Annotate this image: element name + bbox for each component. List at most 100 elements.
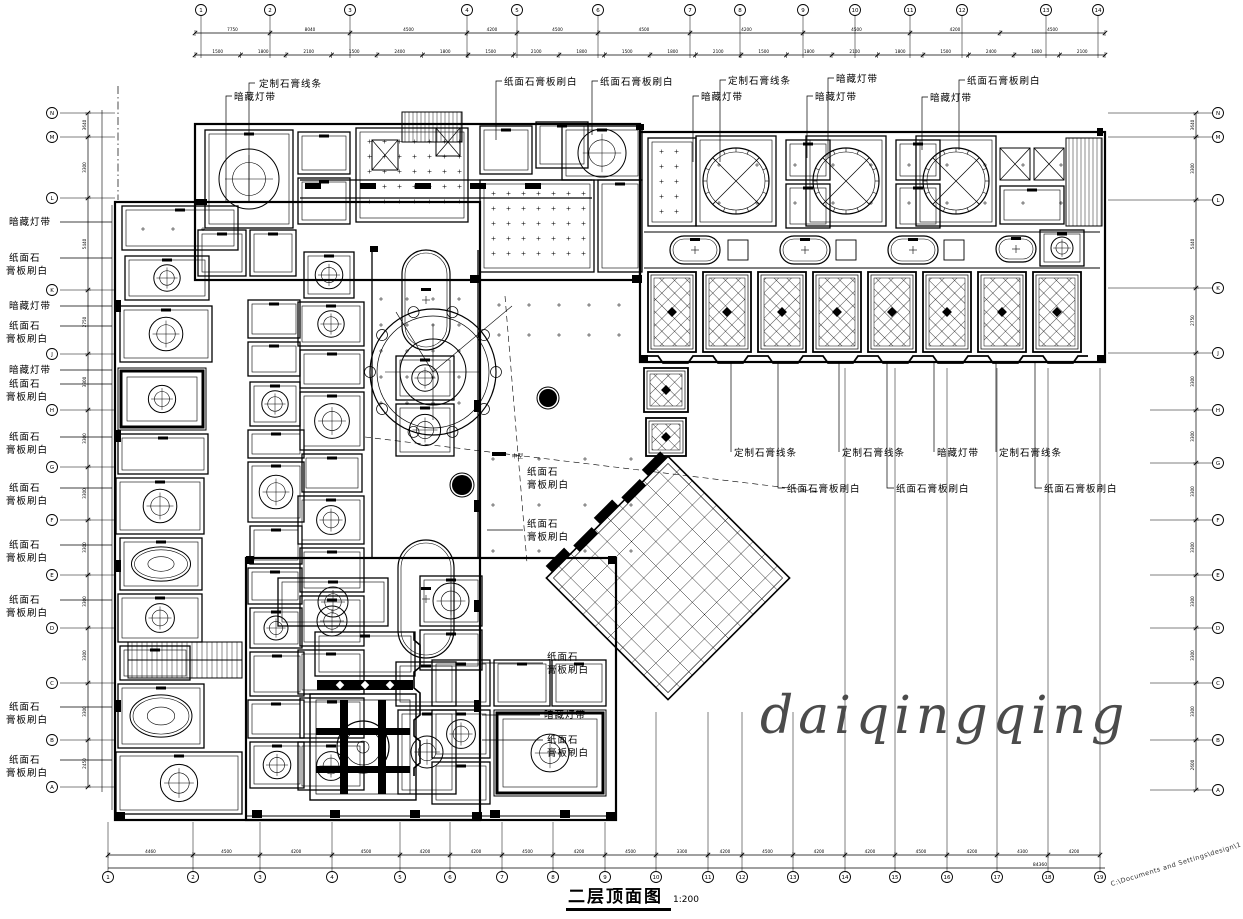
svg-text:N: N: [1216, 111, 1220, 117]
svg-text:A: A: [50, 785, 54, 791]
svg-text:5: 5: [515, 8, 519, 14]
callout-label: 纸面石: [547, 734, 579, 746]
callout-label: 纸面石: [9, 482, 41, 494]
svg-text:H: H: [1216, 408, 1220, 414]
svg-text:1500: 1500: [349, 49, 360, 54]
svg-text:K: K: [50, 288, 54, 294]
svg-text:10: 10: [852, 8, 859, 14]
callout-label: 纸面石: [527, 466, 559, 478]
svg-text:14: 14: [1095, 8, 1102, 14]
svg-text:F: F: [50, 518, 53, 524]
svg-text:1800: 1800: [1031, 49, 1042, 54]
svg-text:G: G: [50, 465, 54, 471]
callout-label: 暗藏灯带: [930, 92, 972, 104]
svg-text:F: F: [1216, 518, 1219, 524]
svg-text:12: 12: [739, 875, 746, 881]
svg-text:1500: 1500: [212, 49, 223, 54]
svg-text:B: B: [50, 738, 54, 744]
callout-label: 纸面石膏板刷白: [504, 76, 578, 88]
callout-label: 定制石膏线条: [259, 78, 322, 90]
callout-label: 纸面石: [9, 320, 41, 332]
svg-text:1800: 1800: [258, 49, 269, 54]
callout-label: 膏板刷白: [6, 607, 48, 619]
svg-text:11: 11: [705, 875, 712, 881]
svg-text:2100: 2100: [713, 49, 724, 54]
callout-label: 纸面石: [9, 252, 41, 264]
callout-label: 膏板刷白: [6, 552, 48, 564]
callout-label: 暗藏灯带: [9, 364, 51, 376]
svg-text:3300: 3300: [82, 542, 87, 553]
svg-text:2750: 2750: [82, 316, 87, 327]
callout-label: 膏板刷白: [6, 714, 48, 726]
svg-text:8: 8: [551, 875, 555, 881]
svg-text:13: 13: [790, 875, 797, 881]
svg-text:D: D: [50, 626, 54, 632]
svg-text:84360: 84360: [1033, 862, 1047, 868]
callout-label: 纸面石: [9, 754, 41, 766]
callout-label: 膏板刷白: [6, 767, 48, 779]
svg-text:7: 7: [500, 875, 504, 881]
svg-text:2: 2: [268, 8, 272, 14]
callout-label: 暗藏灯带: [701, 91, 743, 103]
ceiling-details: 申型: [129, 128, 1088, 803]
svg-text:4200: 4200: [1069, 849, 1080, 854]
callout-labels: 定制石膏线条暗藏灯带纸面石膏板刷白纸面石膏板刷白定制石膏线条暗藏灯带暗藏灯带暗藏…: [6, 73, 1117, 779]
callout-label: 暗藏灯带: [9, 300, 51, 312]
svg-text:4500: 4500: [221, 849, 232, 854]
svg-text:E: E: [1216, 573, 1220, 579]
callout-label: 定制石膏线条: [842, 447, 905, 459]
callout-label: 膏板刷白: [547, 664, 589, 676]
svg-text:4200: 4200: [814, 849, 825, 854]
svg-text:3300: 3300: [82, 433, 87, 444]
callout-label: 纸面石膏板刷白: [787, 483, 861, 495]
svg-text:7: 7: [688, 8, 692, 14]
svg-text:B: B: [1216, 738, 1220, 744]
svg-text:17: 17: [994, 875, 1001, 881]
svg-text:2750: 2750: [1190, 315, 1195, 326]
svg-text:3: 3: [258, 875, 262, 881]
svg-text:G: G: [1216, 461, 1220, 467]
svg-text:M: M: [50, 135, 55, 141]
svg-text:3640: 3640: [82, 119, 87, 130]
svg-text:1800: 1800: [440, 49, 451, 54]
svg-text:1800: 1800: [895, 49, 906, 54]
svg-text:4300: 4300: [1017, 849, 1028, 854]
svg-text:1: 1: [106, 875, 110, 881]
svg-text:3300: 3300: [1190, 650, 1195, 661]
svg-text:3300: 3300: [677, 849, 688, 854]
svg-text:4200: 4200: [950, 27, 961, 32]
svg-text:19: 19: [1097, 875, 1104, 881]
svg-text:6: 6: [448, 875, 452, 881]
svg-text:4500: 4500: [552, 27, 563, 32]
drawing-title: 二层顶面图: [566, 887, 671, 911]
callout-label: 暗藏灯带: [544, 709, 586, 721]
svg-text:4500: 4500: [639, 27, 650, 32]
svg-text:L: L: [50, 196, 54, 202]
svg-text:3300: 3300: [82, 650, 87, 661]
svg-text:3300: 3300: [1190, 486, 1195, 497]
svg-text:J: J: [50, 352, 53, 358]
callout-label: 纸面石: [547, 651, 579, 663]
svg-text:13: 13: [1043, 8, 1050, 14]
svg-text:申型: 申型: [512, 452, 524, 460]
svg-text:9: 9: [801, 8, 805, 14]
callout-label: 暗藏灯带: [9, 216, 51, 228]
svg-text:C: C: [50, 681, 54, 687]
svg-text:14: 14: [842, 875, 849, 881]
svg-text:3300: 3300: [1190, 376, 1195, 387]
callout-label: 纸面石膏板刷白: [896, 483, 970, 495]
callout-label: 纸面石: [9, 539, 41, 551]
svg-text:1500: 1500: [622, 49, 633, 54]
svg-text:A: A: [1216, 788, 1220, 794]
callout-label: 纸面石: [9, 594, 41, 606]
svg-text:2400: 2400: [394, 49, 405, 54]
svg-text:9: 9: [603, 875, 607, 881]
svg-text:3: 3: [348, 8, 352, 14]
svg-text:18: 18: [1045, 875, 1052, 881]
svg-text:8040: 8040: [305, 27, 316, 32]
callout-label: 膏板刷白: [527, 479, 569, 491]
callout-label: 定制石膏线条: [728, 75, 791, 87]
